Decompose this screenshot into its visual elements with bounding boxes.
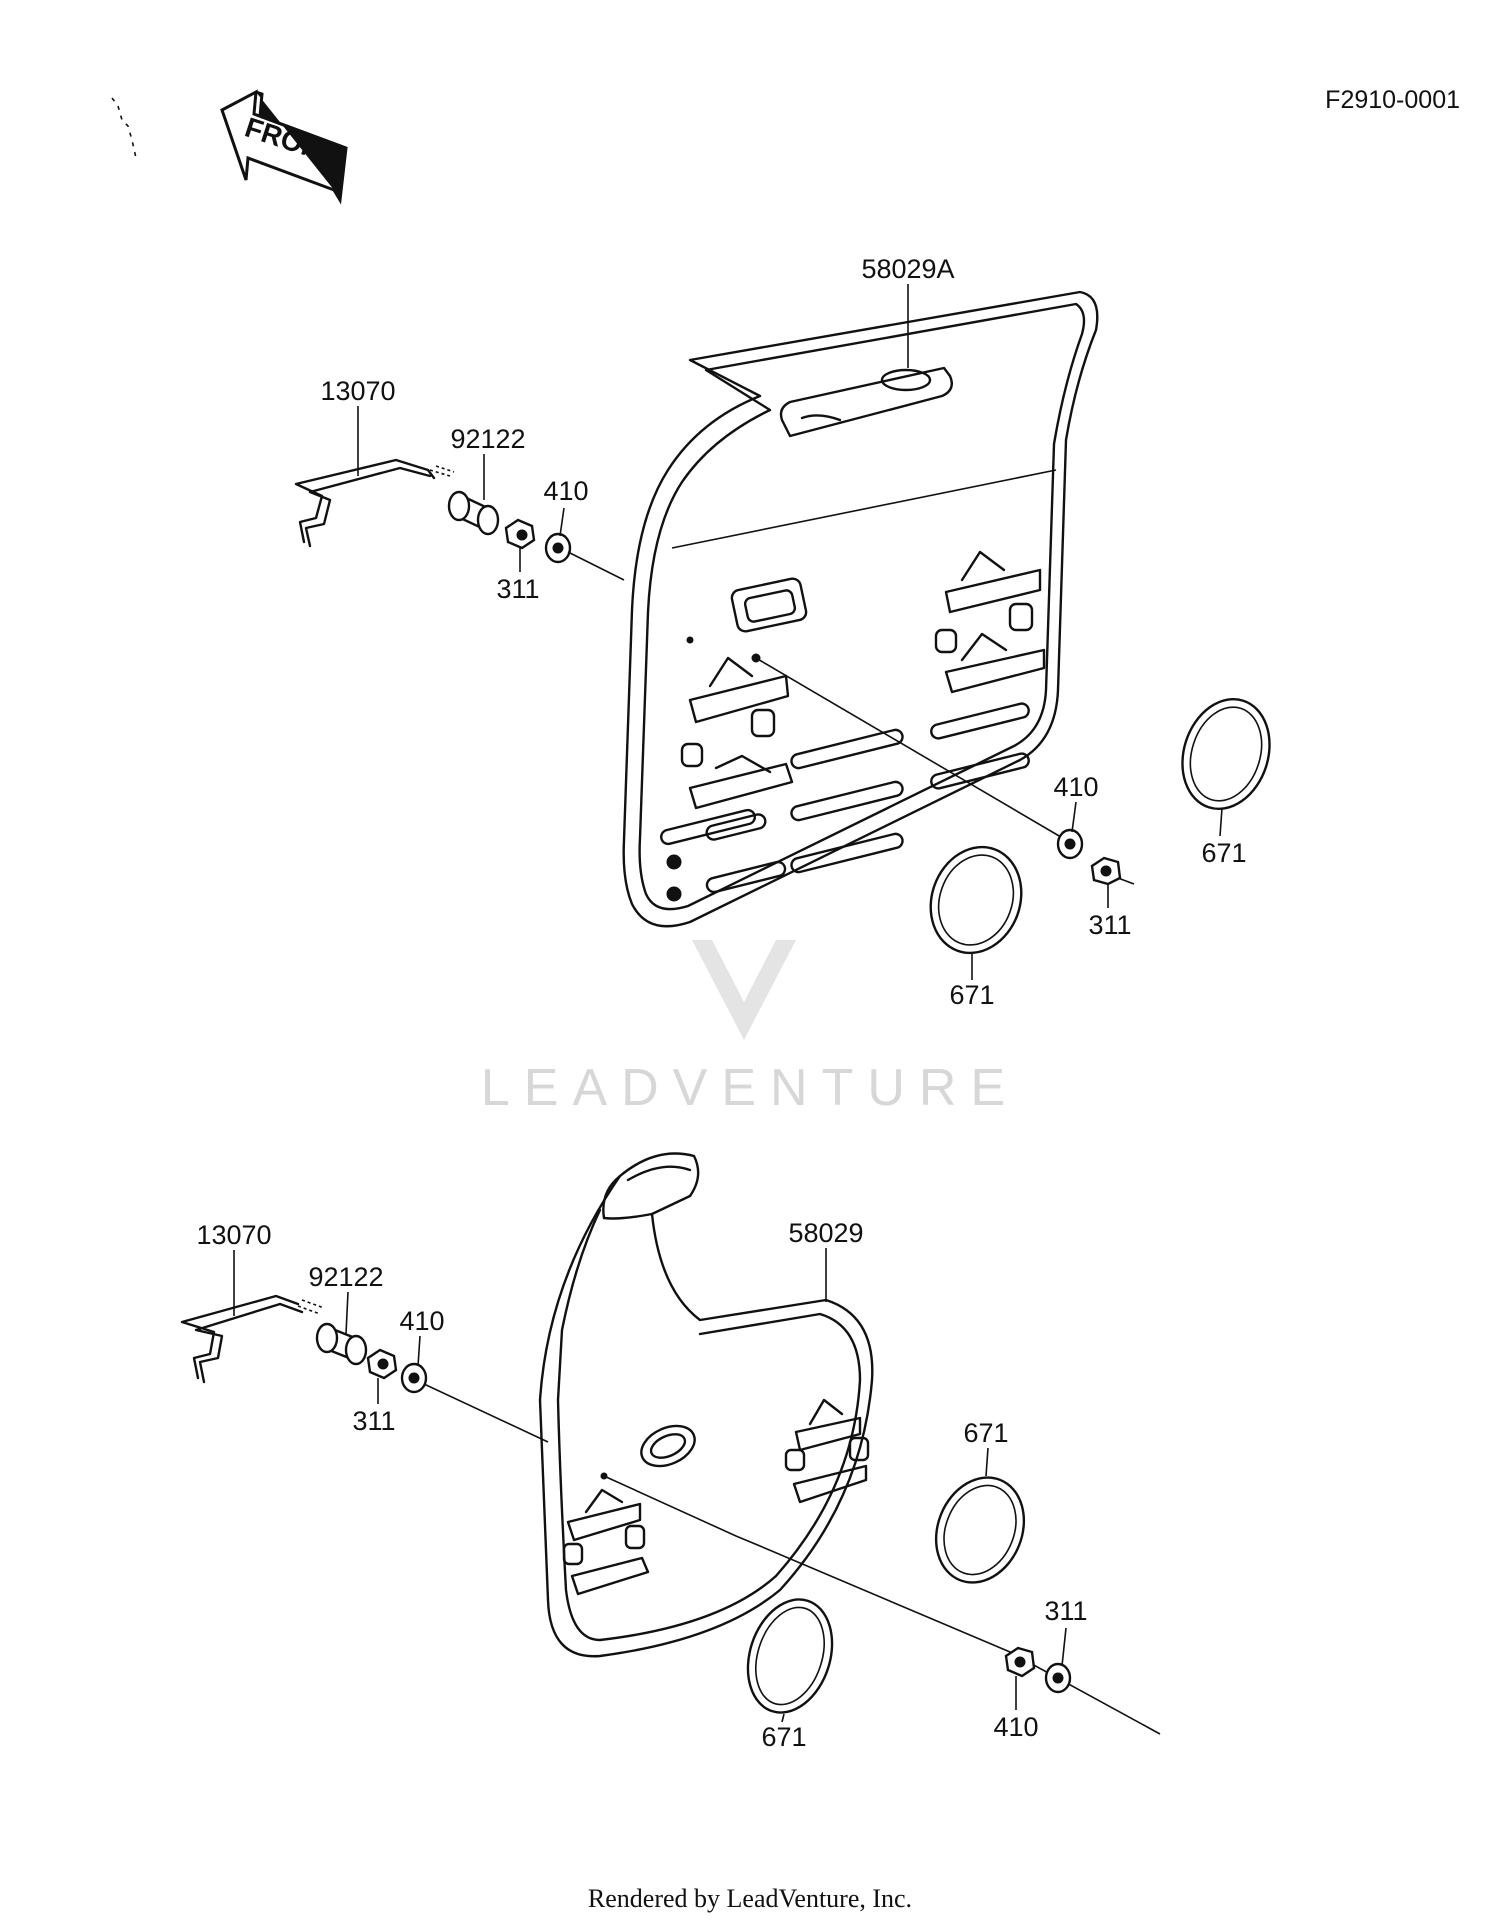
upper-bolt-axis-left bbox=[567, 551, 625, 581]
upper-nut-right bbox=[1090, 856, 1122, 886]
label-lower-cover: 58029 bbox=[788, 1218, 863, 1248]
label-lower-ring-upper: 671 bbox=[963, 1418, 1008, 1448]
label-lower-collar: 92122 bbox=[308, 1262, 383, 1292]
upper-washer-right bbox=[1056, 828, 1084, 860]
scan-mark-decoration bbox=[111, 97, 137, 159]
upper-ring-bottom bbox=[929, 845, 1023, 955]
footer-credit: Rendered by LeadVenture, Inc. bbox=[587, 1884, 913, 1913]
upper-assembly: 58029A 13070 92122 410 311 410 311 671 6… bbox=[294, 254, 1271, 1010]
lower-assembly: 58029 13070 92122 410 311 671 671 311 41… bbox=[180, 1152, 1161, 1752]
upper-nut-left bbox=[504, 518, 536, 550]
lower-washer-right bbox=[1004, 1646, 1036, 1678]
lower-ring-lower bbox=[746, 1598, 834, 1714]
upper-rod-13070 bbox=[294, 458, 455, 548]
label-upper-rod: 13070 bbox=[320, 376, 395, 406]
label-upper-nut-left: 311 bbox=[496, 574, 539, 604]
diagram-code: F2910-0001 bbox=[1325, 86, 1460, 114]
watermark-text: LEADVENTURE bbox=[480, 1059, 1020, 1117]
upper-washer-left bbox=[544, 532, 572, 564]
label-lower-ring-lower: 671 bbox=[761, 1722, 806, 1752]
lower-bolt-axis-left bbox=[423, 1383, 549, 1443]
lower-rod-13070 bbox=[180, 1294, 325, 1384]
upper-slots bbox=[660, 702, 1030, 894]
front-arrow-icon: FRONT bbox=[220, 89, 348, 205]
lower-nut-left bbox=[366, 1348, 398, 1380]
label-upper-collar: 92122 bbox=[450, 424, 525, 454]
lower-washer-left bbox=[400, 1362, 428, 1394]
lower-collar-92122 bbox=[315, 1322, 368, 1366]
label-lower-nut-left: 311 bbox=[352, 1406, 395, 1436]
upper-bolt-axis-right bbox=[755, 657, 1067, 841]
label-upper-cover: 58029A bbox=[861, 254, 954, 284]
upper-leader-lines bbox=[357, 284, 1223, 980]
label-lower-rod: 13070 bbox=[196, 1220, 271, 1250]
lower-cover-panel bbox=[538, 1152, 874, 1658]
upper-collar-92122 bbox=[447, 490, 500, 536]
label-upper-ring-bottom: 671 bbox=[949, 980, 994, 1010]
lower-clips bbox=[562, 1398, 870, 1596]
label-lower-washer-left: 410 bbox=[399, 1306, 444, 1336]
upper-clips bbox=[680, 550, 1046, 810]
upper-ring-right bbox=[1181, 697, 1271, 811]
watermark-logo-icon bbox=[692, 940, 796, 1040]
label-upper-washer-right: 410 bbox=[1053, 772, 1098, 802]
lower-ring-upper bbox=[934, 1476, 1026, 1584]
label-lower-nut-right: 311 bbox=[1044, 1596, 1087, 1626]
label-upper-ring-right: 671 bbox=[1201, 838, 1246, 868]
lower-nut-right bbox=[1044, 1662, 1072, 1694]
upper-cover-panel bbox=[622, 290, 1099, 928]
label-upper-nut-right: 311 bbox=[1088, 910, 1131, 940]
lower-leader-lines bbox=[233, 1248, 1067, 1723]
label-upper-washer-left: 410 bbox=[543, 476, 588, 506]
label-lower-washer-right: 410 bbox=[993, 1712, 1038, 1742]
